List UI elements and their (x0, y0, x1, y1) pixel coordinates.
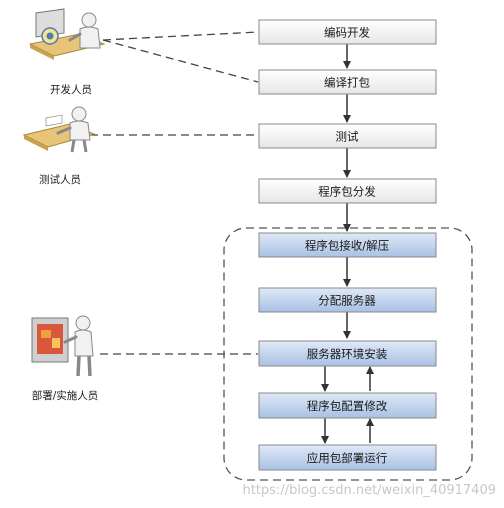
step-label: 测试 (336, 130, 359, 144)
step-box-test: 测试 (258, 123, 437, 149)
watermark-text: https://blog.csdn.net/weixin_40917409 (242, 483, 496, 498)
role-label-developer: 开发人员 (50, 83, 92, 96)
developer-icon (28, 8, 106, 60)
role-label-deployer: 部署/实施人员 (32, 389, 99, 402)
step-box-deploy-run: 应用包部署运行 (258, 444, 437, 471)
step-label: 编码开发 (324, 26, 370, 40)
role-label-tester: 测试人员 (39, 173, 81, 186)
step-box-distribute: 程序包分发 (258, 178, 437, 204)
step-box-assign-server: 分配服务器 (258, 287, 437, 313)
role-links (90, 31, 259, 355)
step-box-config: 程序包配置修改 (258, 392, 437, 419)
dev-link-coding (102, 31, 259, 41)
step-label: 程序包分发 (318, 185, 376, 199)
step-label: 应用包部署运行 (307, 451, 388, 465)
step-box-receive: 程序包接收/解压 (258, 232, 437, 258)
step-box-build: 编译打包 (258, 69, 437, 95)
step-label: 编译打包 (324, 76, 370, 90)
step-label: 程序包配置修改 (307, 399, 388, 413)
step-box-coding: 编码开发 (258, 19, 437, 45)
step-label: 程序包接收/解压 (305, 239, 389, 253)
step-label: 服务器环境安装 (307, 347, 388, 361)
tester-icon (22, 106, 96, 153)
step-label: 分配服务器 (318, 294, 376, 308)
dev-link-build (102, 39, 259, 83)
flow-arrows (321, 44, 374, 444)
step-box-env-install: 服务器环境安装 (258, 340, 437, 367)
deployer-icon (31, 315, 94, 377)
